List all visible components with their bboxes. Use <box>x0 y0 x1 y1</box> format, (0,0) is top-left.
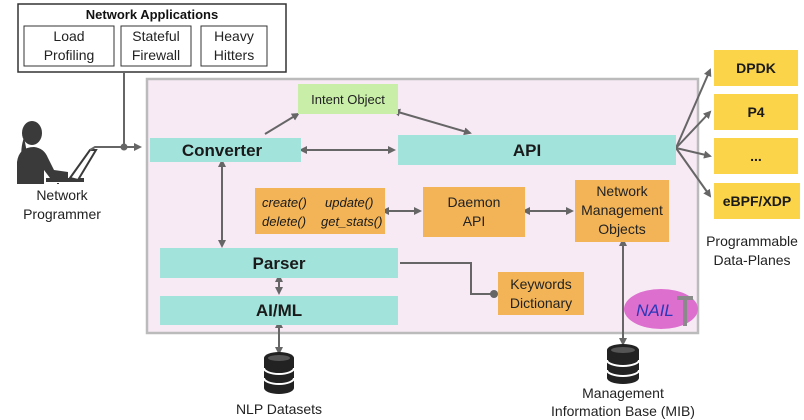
data-plane-label: eBPF/XDP <box>723 193 791 209</box>
intent-object-label: Intent Object <box>311 92 385 107</box>
nmo-line1: Network <box>596 183 648 199</box>
network-management-objects-box: Network Management Objects <box>575 180 669 242</box>
nmo-line3: Objects <box>598 221 645 237</box>
data-planes-label-line1: Programmable <box>706 233 798 249</box>
data-plane-more: ... <box>714 138 798 174</box>
function-get-stats: get_stats() <box>321 214 382 229</box>
data-plane-label: P4 <box>747 104 764 120</box>
converter-label: Converter <box>182 141 263 160</box>
programmer-label-line1: Network <box>36 187 88 203</box>
converter-box: Converter <box>150 138 301 162</box>
data-planes-label-line2: Data-Planes <box>713 252 790 268</box>
keywords-dictionary-box: Keywords Dictionary <box>498 272 584 315</box>
functions-box: create() update() delete() get_stats() <box>255 188 385 234</box>
parser-label: Parser <box>253 254 306 273</box>
app-heavy-hitters: Heavy Hitters <box>200 25 268 67</box>
data-plane-label: ... <box>750 148 762 164</box>
api-label: API <box>513 141 541 160</box>
app-label-line1: Heavy <box>214 28 254 44</box>
nail-logo: NAIL <box>624 289 698 329</box>
nlp-datasets-database-icon <box>263 352 295 394</box>
app-label-line2: Profiling <box>44 47 95 63</box>
daemon-api-box: Daemon API <box>423 187 525 237</box>
nmo-line2: Management <box>581 202 663 218</box>
network-applications-box: Network Applications Load Profiling Stat… <box>17 3 287 73</box>
daemon-api-line2: API <box>463 213 486 229</box>
parser-box: Parser <box>160 248 398 278</box>
keywords-line2: Dictionary <box>510 295 572 311</box>
app-label-line2: Firewall <box>132 47 180 63</box>
api-box: API <box>398 135 676 165</box>
nail-logo-text: NAIL <box>636 301 674 320</box>
function-delete: delete() <box>262 214 306 229</box>
data-plane-dpdk: DPDK <box>714 50 798 86</box>
aiml-box: AI/ML <box>160 296 398 325</box>
nlp-datasets-label: NLP Datasets <box>236 401 322 417</box>
function-create: create() <box>262 195 307 210</box>
programmer-label-line2: Programmer <box>23 206 101 222</box>
mib-label-line1: Management <box>582 385 664 401</box>
function-update: update() <box>325 195 373 210</box>
programmer-icon <box>17 121 98 184</box>
connectors <box>89 68 712 355</box>
keywords-line1: Keywords <box>510 276 571 292</box>
app-label-line1: Stateful <box>132 28 179 44</box>
mib-label-line2: Information Base (MIB) <box>551 403 695 419</box>
data-plane-p4: P4 <box>714 94 798 130</box>
app-label-line1: Load <box>53 28 84 44</box>
network-applications-title: Network Applications <box>86 7 218 22</box>
mib-database-icon <box>606 344 640 384</box>
app-load-profiling: Load Profiling <box>23 25 115 67</box>
app-label-line2: Hitters <box>214 47 254 63</box>
aiml-label: AI/ML <box>256 301 302 320</box>
data-plane-label: DPDK <box>736 60 776 76</box>
intent-object-box: Intent Object <box>298 84 398 114</box>
data-plane-ebpf-xdp: eBPF/XDP <box>714 183 800 219</box>
daemon-api-line1: Daemon <box>448 194 501 210</box>
app-stateful-firewall: Stateful Firewall <box>120 25 192 67</box>
